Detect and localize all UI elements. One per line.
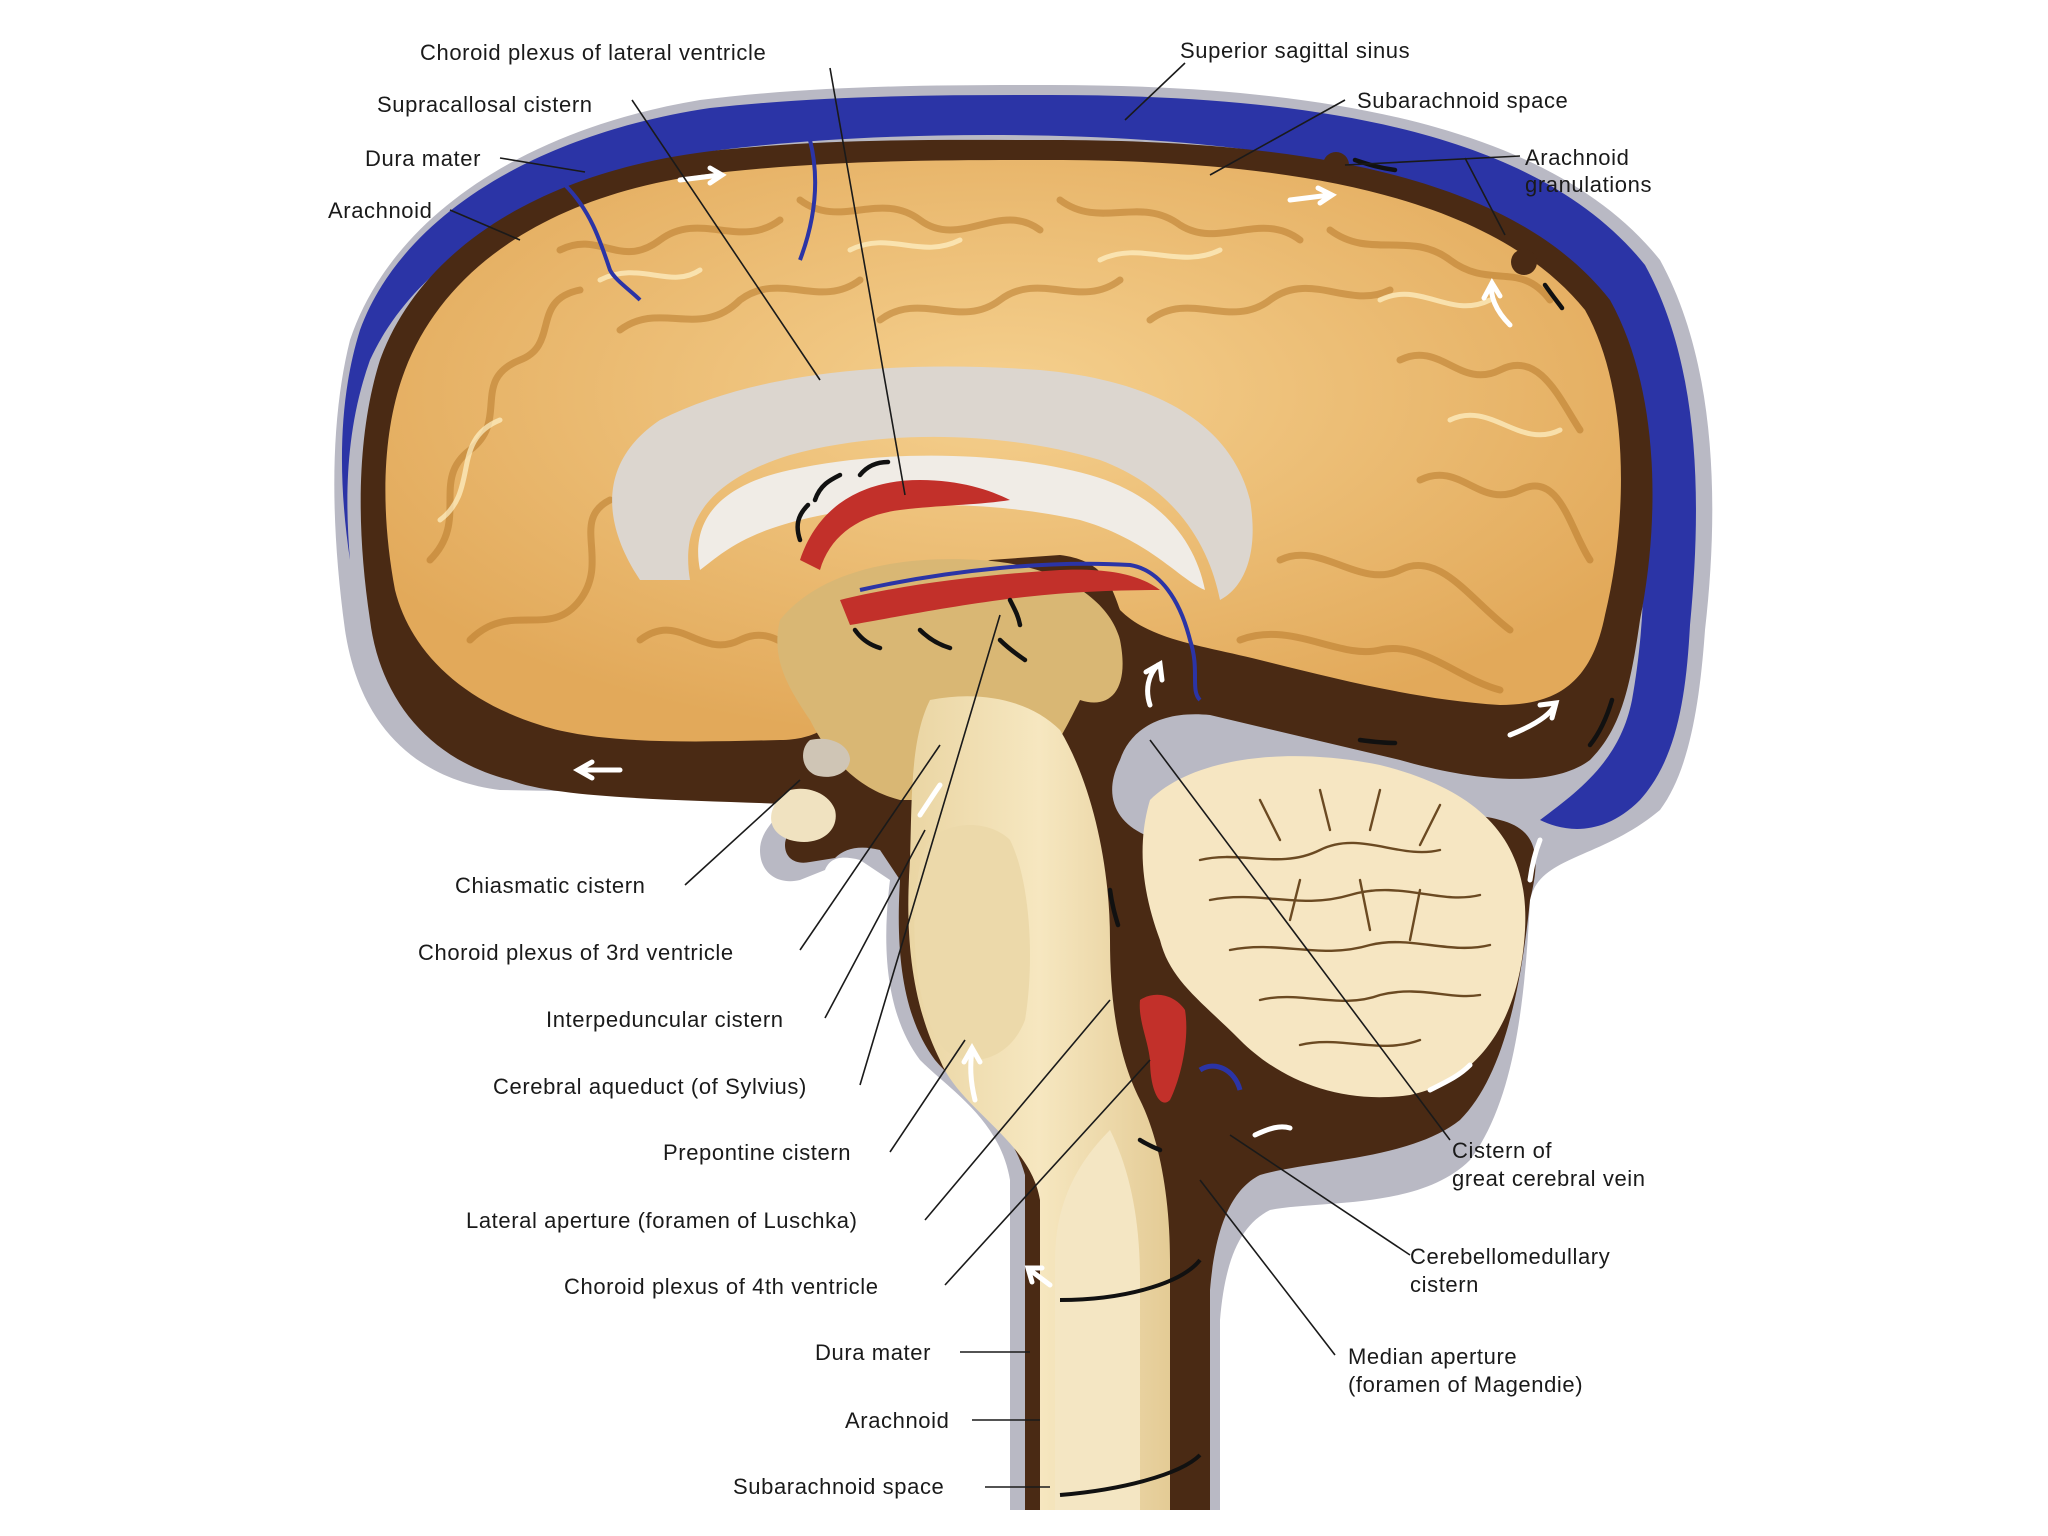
label-supracallosal-cistern: Supracallosal cistern bbox=[377, 92, 593, 117]
label-cerebral-aqueduct: Cerebral aqueduct (of Sylvius) bbox=[493, 1074, 807, 1099]
arachnoid-granulation-2 bbox=[1511, 249, 1537, 275]
label-arachnoid-granulations-line1: Arachnoid bbox=[1525, 145, 1629, 170]
label-choroid-plexus-3rd: Choroid plexus of 3rd ventricle bbox=[418, 940, 734, 965]
label-cerebellomedullary-line2: cistern bbox=[1410, 1272, 1479, 1297]
label-dura-mater-top: Dura mater bbox=[365, 146, 481, 171]
label-subarachnoid-space-bottom: Subarachnoid space bbox=[733, 1474, 944, 1499]
label-choroid-plexus-lateral: Choroid plexus of lateral ventricle bbox=[420, 40, 766, 65]
label-lateral-aperture: Lateral aperture (foramen of Luschka) bbox=[466, 1208, 858, 1233]
label-prepontine-cistern: Prepontine cistern bbox=[663, 1140, 851, 1165]
label-choroid-plexus-4th: Choroid plexus of 4th ventricle bbox=[564, 1274, 879, 1299]
label-subarachnoid-space-top: Subarachnoid space bbox=[1357, 88, 1568, 113]
label-interpeduncular-cistern: Interpeduncular cistern bbox=[546, 1007, 784, 1032]
label-cistern-great-vein-line1: Cistern of bbox=[1452, 1138, 1552, 1163]
label-cistern-great-vein-line2: great cerebral vein bbox=[1452, 1166, 1646, 1191]
label-dura-mater-bottom: Dura mater bbox=[815, 1340, 931, 1365]
label-superior-sagittal-sinus: Superior sagittal sinus bbox=[1180, 38, 1410, 63]
label-median-aperture-line2: (foramen of Magendie) bbox=[1348, 1372, 1583, 1397]
label-arachnoid-top: Arachnoid bbox=[328, 198, 432, 223]
label-arachnoid-bottom: Arachnoid bbox=[845, 1408, 949, 1433]
label-chiasmatic-cistern: Chiasmatic cistern bbox=[455, 873, 646, 898]
label-arachnoid-granulations-line2: granulations bbox=[1525, 172, 1652, 197]
label-median-aperture-line1: Median aperture bbox=[1348, 1344, 1517, 1369]
pons bbox=[914, 825, 1030, 1060]
label-cerebellomedullary-line1: Cerebellomedullary bbox=[1410, 1244, 1610, 1269]
